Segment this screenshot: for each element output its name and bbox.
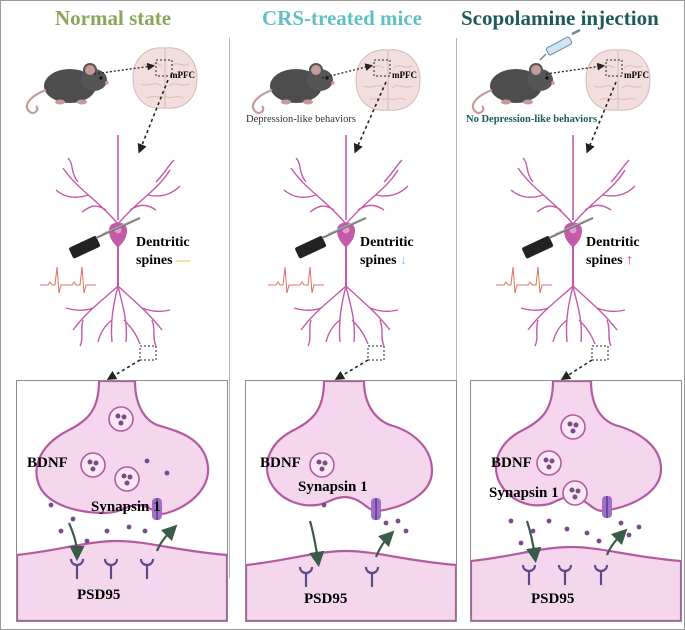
panel-title-crs: CRS-treated mice [262, 6, 422, 30]
electrode-icon [67, 217, 141, 260]
spines-label-line2: spines [360, 253, 397, 268]
ecg-trace-icon [267, 266, 325, 294]
synapsin-label: Synapsin 1 [91, 499, 161, 515]
synapse-panel-crs: BDNF Synapsin 1 PSD95 [245, 380, 457, 622]
spines-indicator: — [176, 253, 191, 268]
panel-normal [25, 47, 198, 380]
panel-title-normal: Normal state [55, 6, 172, 30]
ecg-trace-icon [495, 266, 553, 294]
panel-crs [251, 49, 421, 380]
spines-label: Dentritic spines — [136, 234, 190, 270]
brain-icon [585, 49, 651, 111]
spines-label-line1: Dentritic [136, 235, 190, 250]
bdnf-label: BDNF [260, 455, 301, 471]
psd95-label: PSD95 [304, 591, 348, 607]
synapsin-label: Synapsin 1 [489, 485, 559, 501]
region-label: mPFC [392, 70, 417, 80]
synapse-illustration [471, 381, 681, 621]
panel-scopolamine [471, 28, 651, 381]
behavior-caption: Depression-like behaviors [246, 114, 356, 125]
synapse-panel-normal: BDNF Synapsin 1 PSD95 [16, 380, 228, 622]
mouse-icon [25, 62, 110, 115]
spines-label: Dentritic spines ↑ [586, 234, 640, 270]
synapse-panel-scopolamine: BDNF Synapsin 1 PSD95 [470, 380, 682, 622]
psd95-label: PSD95 [531, 591, 575, 607]
spines-label-line1: Dentritic [360, 235, 414, 250]
syringe-icon [539, 28, 581, 61]
region-label: mPFC [170, 70, 195, 80]
electrode-icon [293, 217, 367, 260]
brain-icon [355, 49, 421, 111]
spines-label-line2: spines [136, 253, 173, 268]
synapse-illustration [17, 381, 227, 621]
ecg-trace-icon [39, 266, 97, 294]
behavior-caption: No Depression-like behaviors [466, 114, 598, 125]
electrode-icon [520, 217, 594, 260]
psd95-label: PSD95 [77, 587, 121, 603]
mouse-icon [471, 62, 556, 115]
mouse-icon [251, 62, 336, 115]
panel-divider-1 [229, 38, 230, 578]
spines-indicator: ↓ [400, 253, 408, 268]
spines-label-line2: spines [586, 253, 623, 268]
region-label: mPFC [624, 70, 649, 80]
spines-label: Dentritic spines ↓ [360, 234, 414, 270]
synapsin-label: Synapsin 1 [298, 479, 368, 495]
spines-label-line1: Dentritic [586, 235, 640, 250]
panel-divider-2 [456, 38, 457, 578]
bdnf-label: BDNF [491, 455, 532, 471]
spines-indicator: ↑ [626, 253, 634, 268]
panel-title-scopolamine: Scopolamine injection [461, 6, 659, 30]
bdnf-label: BDNF [27, 455, 68, 471]
synapse-illustration [246, 381, 456, 621]
